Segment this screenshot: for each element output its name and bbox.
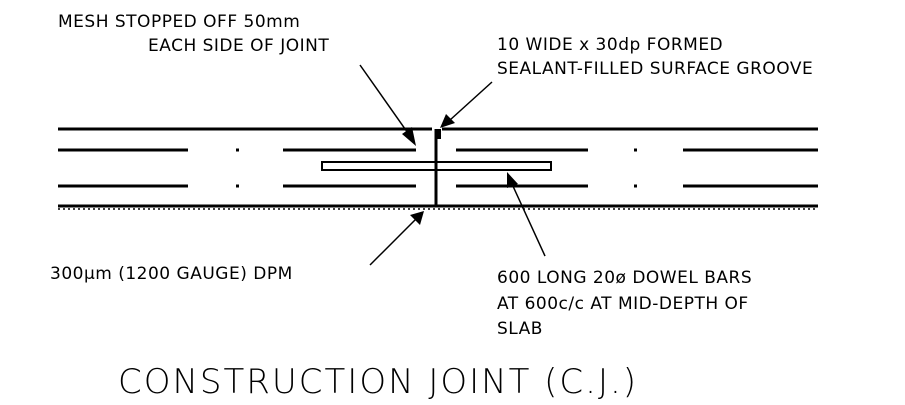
dpm-leader — [369, 211, 424, 266]
mesh-leader — [359, 64, 416, 146]
groove-note-line1: 10 WIDE x 30dp FORMED — [497, 35, 723, 55]
drawing-title: CONSTRUCTION JOINT (C.J.) — [118, 362, 638, 402]
dowel-note-line3: SLAB — [497, 319, 543, 339]
dowel-note-line1: 600 LONG 20ø DOWEL BARS — [497, 268, 752, 288]
dowel-note-line2: AT 600c/c AT MID-DEPTH OF — [497, 294, 749, 314]
dowel-bar — [321, 161, 552, 171]
mesh-note-line1: MESH STOPPED OFF 50mm — [58, 12, 300, 32]
mesh-note-line2: EACH SIDE OF JOINT — [148, 36, 329, 56]
sealant-groove — [436, 129, 441, 139]
groove-leader — [440, 81, 493, 128]
groove-note-line2: SEALANT-FILLED SURFACE GROOVE — [497, 59, 813, 79]
dowel-leader — [507, 172, 546, 257]
dpm-note: 300μm (1200 GAUGE) DPM — [50, 264, 293, 284]
